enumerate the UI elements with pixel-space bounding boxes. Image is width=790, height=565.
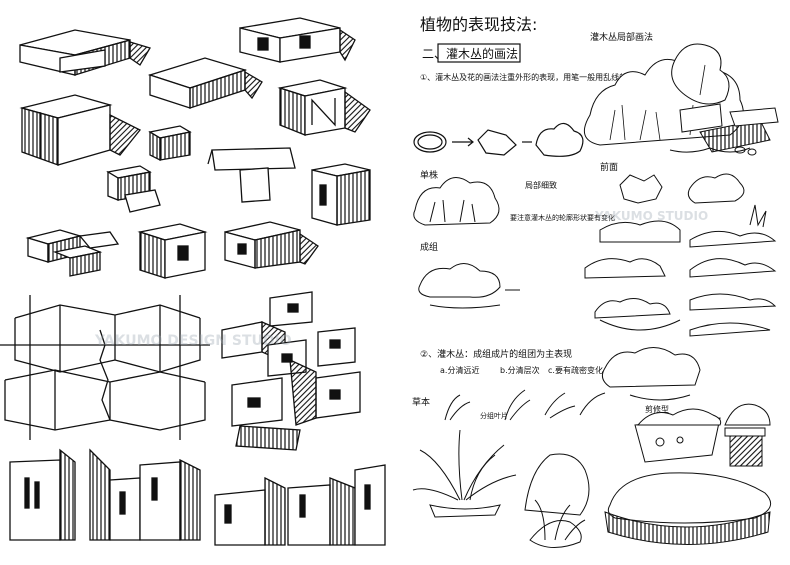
shrub-group-right <box>601 347 701 401</box>
shrub-sketches-middle <box>413 173 777 337</box>
block-sketch-9 <box>106 165 161 213</box>
block-sketch-1 <box>19 29 151 76</box>
section-2-heading: 二、灌木丛的画法 <box>422 46 518 61</box>
label-group: 成组 <box>420 241 438 253</box>
block-sketch-8 <box>311 163 371 226</box>
stacked-box-cluster <box>221 291 361 451</box>
grass-sketches <box>412 389 772 548</box>
block-sketch-11 <box>137 223 208 279</box>
frame-cube-grid <box>0 295 210 440</box>
right-plant-sketches: 植物的表现技法: 二、灌木丛的画法 ①、灌木丛及花的画法注重外形的表现，用笔一般… <box>412 15 779 548</box>
block-sketch-3 <box>147 57 263 109</box>
block-sketch-2 <box>239 17 356 63</box>
shrub-evolution-row <box>413 122 584 157</box>
sheet-title: 植物的表现技法: <box>420 15 537 34</box>
sub-b: b.分清层次 <box>500 365 540 375</box>
label-note-mid: 要注意灌木丛的轮廓形状要有变化 <box>510 213 615 222</box>
watermark-left: YAKUMO DESIGN STUDIO <box>94 333 292 349</box>
block-sketch-4 <box>19 94 142 166</box>
label-grass-note: 分组叶片 <box>480 411 508 420</box>
left-block-sketches <box>0 17 386 546</box>
block-sketch-12 <box>224 221 319 269</box>
sub-a: a.分清远近 <box>440 365 479 375</box>
watermark-right: YAKUMO STUDIO <box>594 209 708 223</box>
section-box <box>437 43 521 63</box>
block-sketch-10 <box>25 229 120 277</box>
note-2: ②、灌木丛：成组成片的组团为主表现 <box>420 348 572 360</box>
shrub-cluster-detail <box>583 43 779 156</box>
block-sketch-7 <box>207 147 296 203</box>
label-single: 单株 <box>420 169 438 181</box>
top-right-label: 灌木丛局部画法 <box>590 31 653 43</box>
block-sketch-6 <box>148 125 192 162</box>
sub-c: c.要有疏密变化 <box>548 365 603 375</box>
label-grass: 草本 <box>412 396 430 408</box>
label-local: 局部细致 <box>525 180 557 190</box>
label-planter: 剪修型 <box>645 404 669 414</box>
note-1: ①、灌木丛及花的画法注重外形的表现，用笔一般用乱线的方法去画，不要太过拘谨。 <box>420 72 723 82</box>
block-sketch-5 <box>277 79 371 136</box>
facade-row <box>9 448 386 546</box>
label-front: 前面 <box>600 161 618 173</box>
